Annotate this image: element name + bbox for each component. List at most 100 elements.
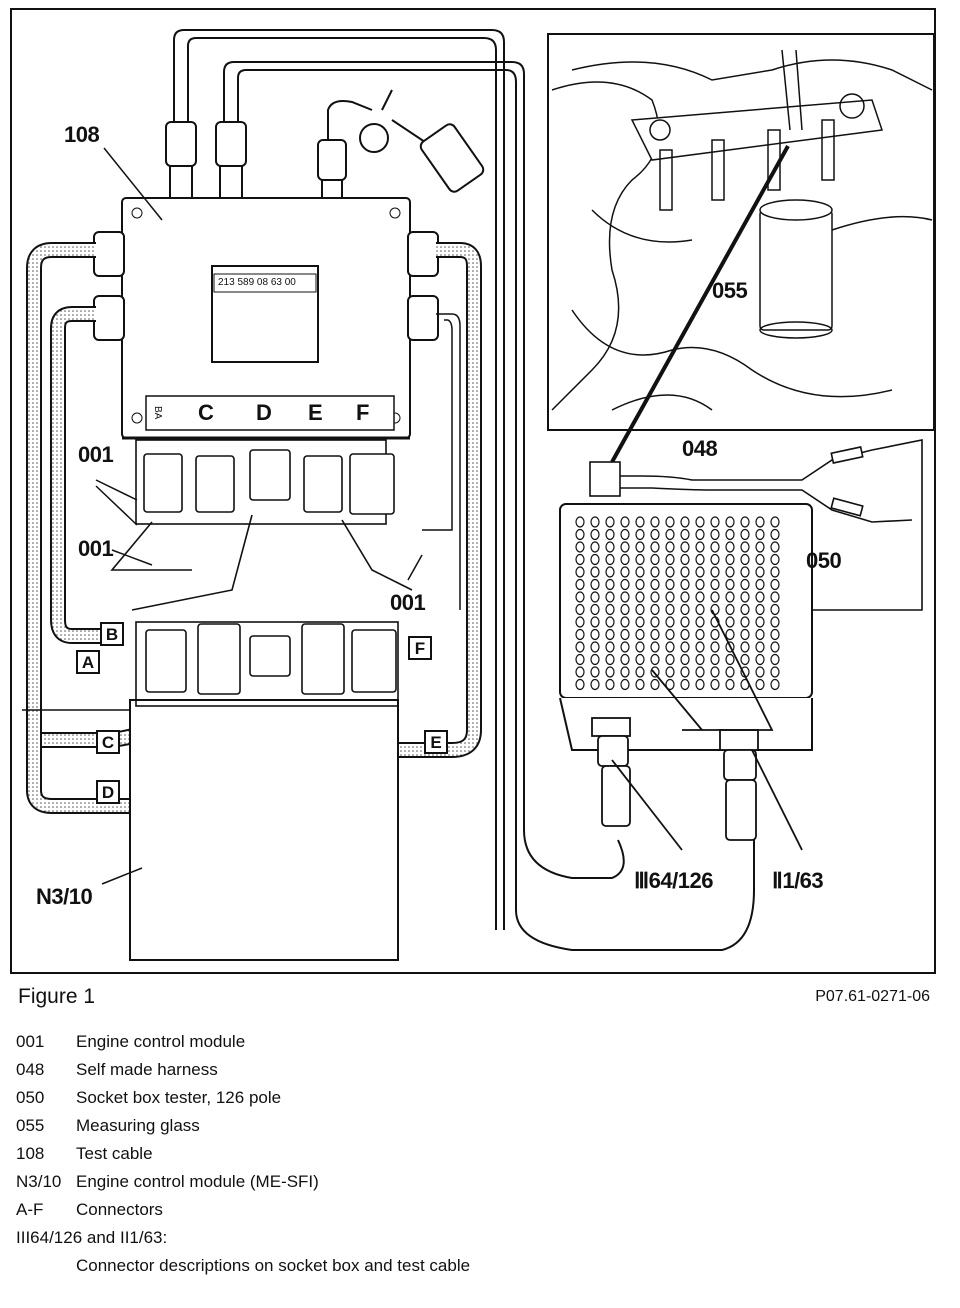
socket-pin xyxy=(635,616,645,628)
socket-pin xyxy=(575,678,585,691)
socket-pin xyxy=(650,541,660,553)
socket-pin xyxy=(650,528,660,541)
socket-pin xyxy=(650,578,660,591)
connector-tag-c: C xyxy=(96,730,120,754)
socket-pin xyxy=(770,578,780,591)
callout-II-1-63: Ⅱ1/63 xyxy=(772,868,824,893)
socket-pin xyxy=(635,566,645,578)
figure-code: P07.61-0271-06 xyxy=(815,988,930,1005)
legend-row: 108 Test cable xyxy=(16,1140,916,1168)
legend-row: A-F Connectors xyxy=(16,1196,916,1224)
socket-pin xyxy=(590,603,600,616)
socket-pin xyxy=(605,653,615,666)
socket-pin xyxy=(755,591,765,603)
socket-pin xyxy=(665,553,675,566)
socket-pin xyxy=(575,591,585,603)
socket-pin xyxy=(620,541,630,553)
callout-055: 055 xyxy=(712,278,748,303)
socket-pin xyxy=(740,528,750,541)
legend-note-code: III64/126 and II1/63: xyxy=(16,1228,168,1247)
socket-pin xyxy=(755,516,765,528)
socket-pin xyxy=(650,566,660,578)
socket-pin xyxy=(770,553,780,566)
legend-desc: Measuring glass xyxy=(76,1116,200,1135)
socket-pin xyxy=(650,628,660,641)
legend-code: 050 xyxy=(16,1088,45,1107)
socket-pin xyxy=(620,641,630,653)
socket-pin xyxy=(680,628,690,641)
socket-pin xyxy=(740,566,750,578)
connector-header-d: D xyxy=(256,400,272,425)
socket-pin xyxy=(620,528,630,541)
socket-pin xyxy=(770,628,780,641)
socket-pin xyxy=(755,541,765,553)
socket-pin xyxy=(710,578,720,591)
socket-pin xyxy=(605,578,615,591)
socket-pin xyxy=(695,541,705,553)
socket-pin xyxy=(740,553,750,566)
socket-pin xyxy=(620,591,630,603)
socket-pin xyxy=(605,566,615,578)
socket-pin xyxy=(740,641,750,653)
socket-pin xyxy=(665,528,675,541)
socket-pin xyxy=(650,616,660,628)
socket-pin xyxy=(680,528,690,541)
upper-connector-row xyxy=(110,439,413,611)
socket-pin xyxy=(740,616,750,628)
socket-pin xyxy=(680,678,690,691)
socket-pin xyxy=(635,653,645,666)
connector-tag-a: A xyxy=(76,650,100,674)
legend-note-desc: Connector descriptions on socket box and… xyxy=(76,1256,471,1275)
socket-pin xyxy=(575,541,585,553)
socket-pin xyxy=(590,566,600,578)
socket-pin xyxy=(710,641,720,653)
socket-pin xyxy=(635,591,645,603)
socket-pin xyxy=(605,553,615,566)
socket-pin xyxy=(605,603,615,616)
socket-pin xyxy=(620,516,630,528)
socket-pin xyxy=(695,591,705,603)
socket-pin xyxy=(650,553,660,566)
socket-pin xyxy=(740,578,750,591)
socket-pin xyxy=(755,528,765,541)
round-connectors xyxy=(591,609,803,851)
socket-pin xyxy=(635,578,645,591)
legend: 001 Engine control module 048 Self made … xyxy=(16,1028,916,1280)
socket-pin xyxy=(755,566,765,578)
socket-pin xyxy=(620,578,630,591)
socket-pin xyxy=(710,666,720,678)
socket-pin xyxy=(710,528,720,541)
socket-pin xyxy=(650,641,660,653)
socket-pin xyxy=(635,528,645,541)
socket-pin xyxy=(605,616,615,628)
socket-pin xyxy=(725,528,735,541)
socket-pin xyxy=(740,603,750,616)
callout-001-upper: 001 xyxy=(78,442,114,467)
socket-pin xyxy=(680,666,690,678)
socket-pin xyxy=(605,516,615,528)
socket-pin xyxy=(680,566,690,578)
legend-desc: Connectors xyxy=(76,1200,163,1219)
connector-tag-e: E xyxy=(424,730,448,754)
socket-pin xyxy=(635,553,645,566)
socket-pin xyxy=(605,591,615,603)
socket-pin xyxy=(620,653,630,666)
socket-pin xyxy=(635,641,645,653)
socket-pin xyxy=(755,678,765,691)
socket-pin xyxy=(695,566,705,578)
socket-pin xyxy=(740,516,750,528)
socket-pin xyxy=(770,528,780,541)
socket-pin xyxy=(755,603,765,616)
callout-048: 048 xyxy=(682,436,718,461)
ecm-body xyxy=(129,699,399,961)
legend-desc: Engine control module xyxy=(76,1032,246,1051)
connector-tag-f: F xyxy=(408,636,432,660)
socket-pin xyxy=(710,541,720,553)
socket-pin xyxy=(635,603,645,616)
socket-pin xyxy=(575,553,585,566)
socket-pin xyxy=(695,528,705,541)
socket-pin xyxy=(635,516,645,528)
socket-pin xyxy=(590,528,600,541)
socket-pin xyxy=(590,678,600,691)
socket-pin xyxy=(575,603,585,616)
